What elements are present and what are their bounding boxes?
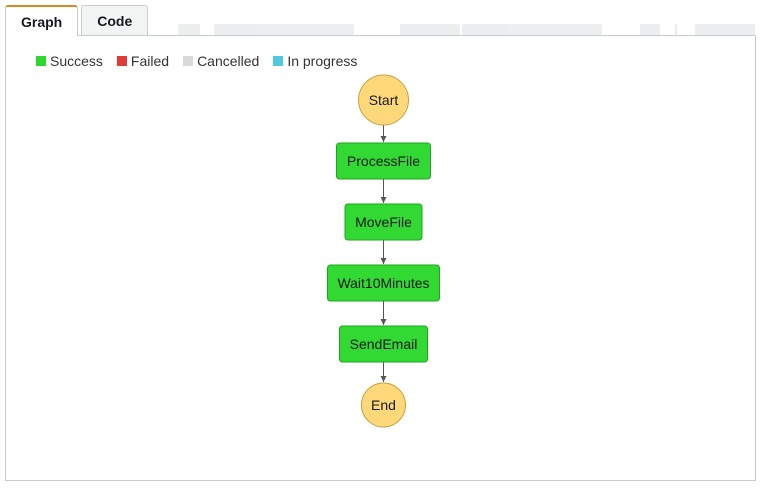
node-sendemail[interactable]: SendEmail <box>339 325 428 363</box>
legend-swatch-failed <box>116 56 127 66</box>
status-legend: Success Failed Cancelled In progress <box>36 53 357 69</box>
node-label-wait10minutes: Wait10Minutes <box>337 275 429 291</box>
legend-swatch-in-progress <box>273 56 284 66</box>
node-wait10minutes[interactable]: Wait10Minutes <box>327 264 440 302</box>
legend-swatch-success <box>36 56 46 66</box>
node-shape-wait10minutes[interactable] <box>327 264 440 302</box>
legend-label-in-progress: In progress <box>287 53 358 69</box>
legend-item-failed: Failed <box>116 53 170 69</box>
tab-graph[interactable]: Graph <box>5 5 79 36</box>
legend-item-in-progress: In progress <box>273 53 357 69</box>
node-shape-processfile[interactable] <box>336 142 431 180</box>
legend-item-success: Success <box>36 53 103 69</box>
node-shape-sendemail[interactable] <box>339 325 428 363</box>
node-shape-start[interactable] <box>358 74 409 126</box>
legend-label-cancelled: Cancelled <box>197 53 260 69</box>
legend-swatch-cancelled <box>183 56 194 66</box>
node-label-end: End <box>371 397 396 413</box>
node-label-start: Start <box>369 92 399 108</box>
node-label-processfile: ProcessFile <box>347 153 420 169</box>
node-label-sendemail: SendEmail <box>350 336 418 352</box>
node-shape-end[interactable] <box>361 382 406 428</box>
graph-nodes: StartProcessFileMoveFileWait10MinutesSen… <box>327 74 440 428</box>
node-end[interactable]: End <box>361 382 406 428</box>
tab-code[interactable]: Code <box>81 5 149 35</box>
node-processfile[interactable]: ProcessFile <box>336 142 431 180</box>
node-shape-movefile[interactable] <box>344 203 423 241</box>
legend-label-success: Success <box>50 53 103 69</box>
node-start[interactable]: Start <box>358 74 409 126</box>
legend-item-cancelled: Cancelled <box>183 53 259 69</box>
legend-label-failed: Failed <box>130 53 170 69</box>
node-movefile[interactable]: MoveFile <box>344 203 423 241</box>
node-label-movefile: MoveFile <box>355 214 412 230</box>
view-tabs: Graph Code <box>5 5 149 36</box>
